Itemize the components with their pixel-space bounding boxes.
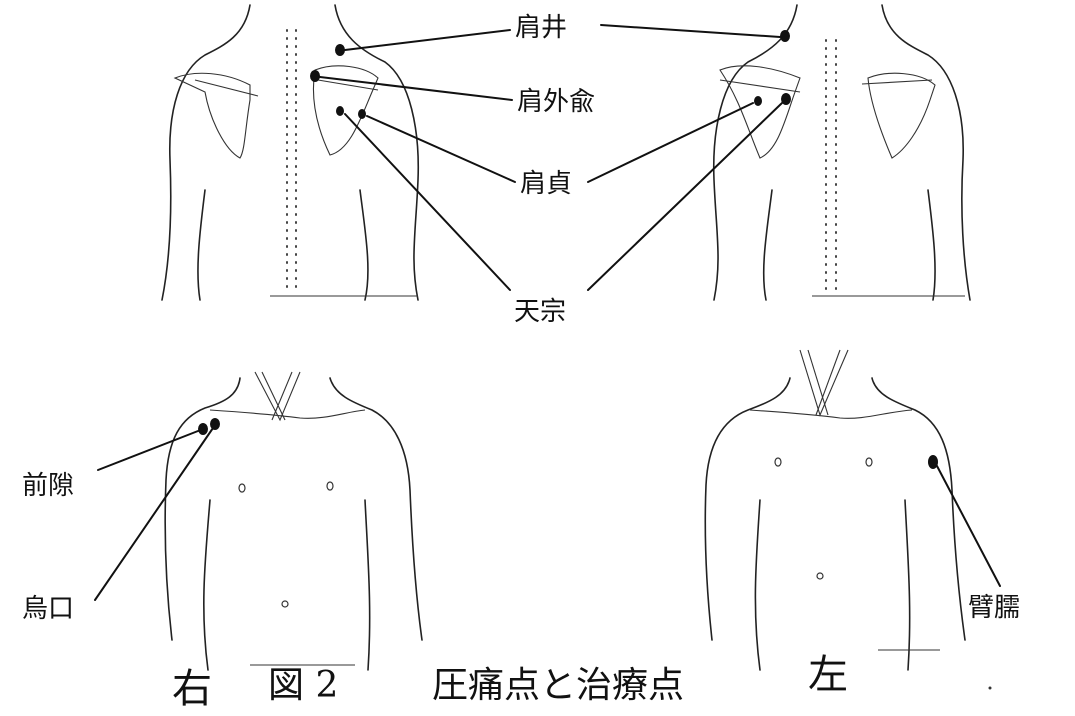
point-jianwaishu-right <box>310 70 320 82</box>
label-side-left: 左 <box>808 652 848 698</box>
label-side-right: 右 <box>172 666 212 711</box>
figure-number: 図 2 <box>268 665 338 706</box>
front-view-left <box>705 350 965 670</box>
label-tianzong: 天宗 <box>514 297 566 327</box>
point-qianxi <box>198 423 208 435</box>
point-jianjing-right <box>335 44 345 56</box>
point-wukou <box>210 418 220 430</box>
figure-caption: 圧痛点と治療点 <box>432 665 684 706</box>
point-jianjing-left <box>780 30 790 42</box>
label-binao: 臂臑 <box>968 593 1020 623</box>
label-qianxi: 前隙 <box>22 471 74 501</box>
front-view-right <box>165 372 422 670</box>
label-jianzhen: 肩貞 <box>520 169 572 199</box>
point-jianzhen-right <box>358 109 366 119</box>
label-wukou: 烏口 <box>22 594 74 624</box>
back-view-left <box>714 5 970 300</box>
point-jianzhen-left <box>754 96 762 106</box>
label-jianjing: 肩井 <box>515 13 567 43</box>
point-tianzong-right <box>336 106 344 116</box>
label-jianwaishu: 肩外兪 <box>517 87 595 117</box>
